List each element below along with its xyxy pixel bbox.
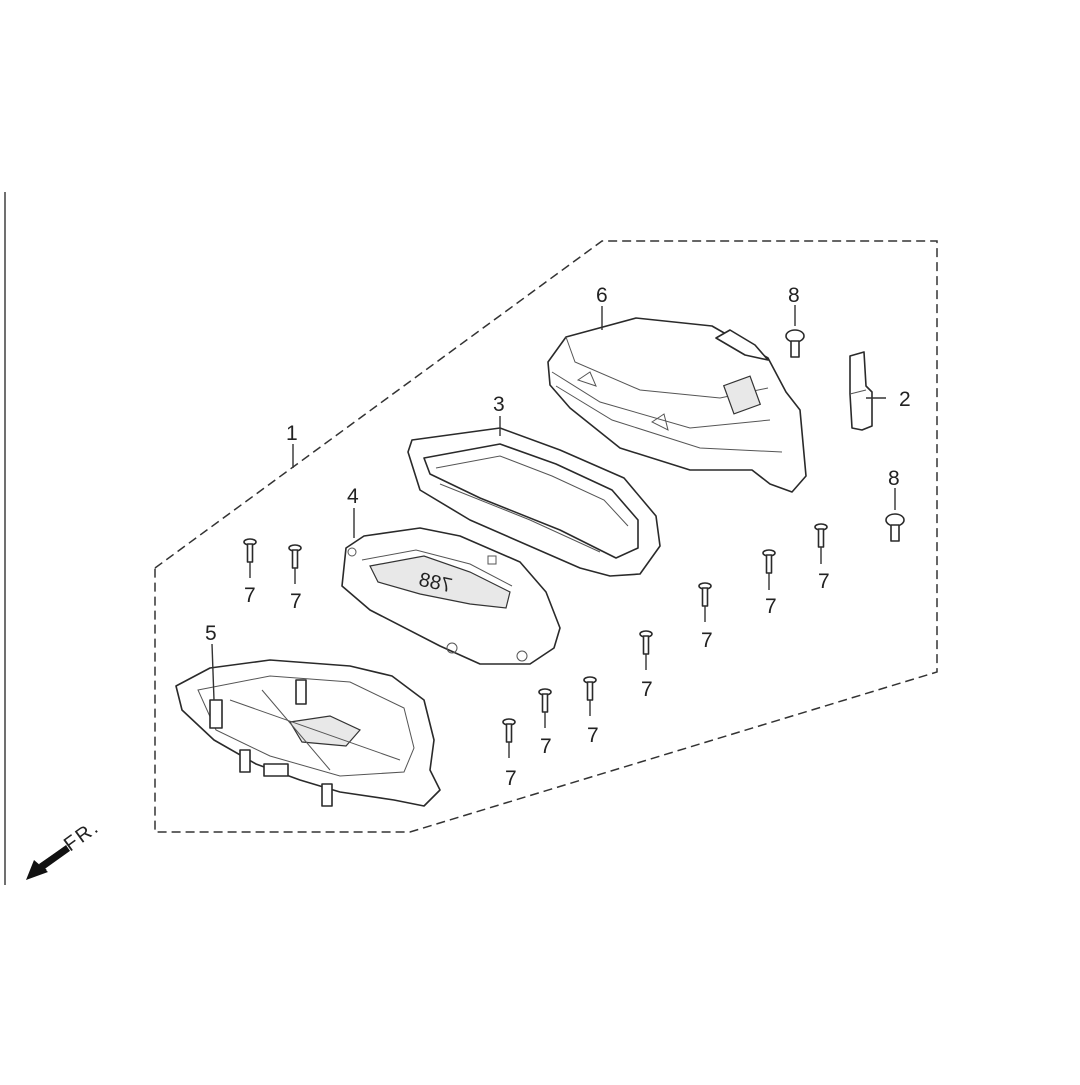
- callout-8-right: 8: [888, 467, 900, 490]
- leader-lines: [211, 305, 896, 758]
- callout-6: 6: [596, 284, 608, 307]
- callout-7-c: 7: [818, 570, 830, 593]
- callout-7-i: 7: [505, 767, 517, 790]
- screw: [639, 630, 653, 655]
- bolt-group-8: [785, 329, 905, 542]
- callout-3: 3: [493, 393, 505, 416]
- part-5-lower-case: [175, 659, 441, 807]
- bolt: [785, 329, 805, 358]
- part-2-connector-pin: [849, 351, 873, 431]
- screw: [243, 538, 257, 563]
- callout-7-e: 7: [701, 629, 713, 652]
- arrow-shaft: [37, 845, 71, 871]
- callout-4: 4: [347, 485, 359, 508]
- callout-7-h: 7: [540, 735, 552, 758]
- callout-5: 5: [205, 622, 217, 645]
- callout-7-g: 7: [587, 724, 599, 747]
- screw: [698, 582, 712, 607]
- assembly-boundary: [154, 240, 938, 833]
- callout-7-d: 7: [765, 595, 777, 618]
- callout-1: 1: [286, 422, 298, 445]
- screw: [762, 549, 776, 574]
- callout-7-f: 7: [641, 678, 653, 701]
- screw: [814, 523, 828, 548]
- screw: [502, 718, 516, 743]
- screw: [538, 688, 552, 713]
- part-3-bezel-frame: [407, 427, 661, 577]
- part-6-meter-housing: [547, 317, 807, 493]
- front-direction-indicator: FR.: [26, 816, 104, 880]
- screw-group-7: [243, 523, 828, 743]
- callout-2: 2: [899, 388, 911, 411]
- arrow-head: [26, 860, 48, 880]
- callout-8-top: 8: [788, 284, 800, 307]
- screw: [288, 544, 302, 569]
- callout-7-a: 7: [244, 584, 256, 607]
- bolt: [885, 513, 905, 542]
- screw: [583, 676, 597, 701]
- callout-7-b: 7: [290, 590, 302, 613]
- part-4-display-panel: 788: [341, 527, 561, 665]
